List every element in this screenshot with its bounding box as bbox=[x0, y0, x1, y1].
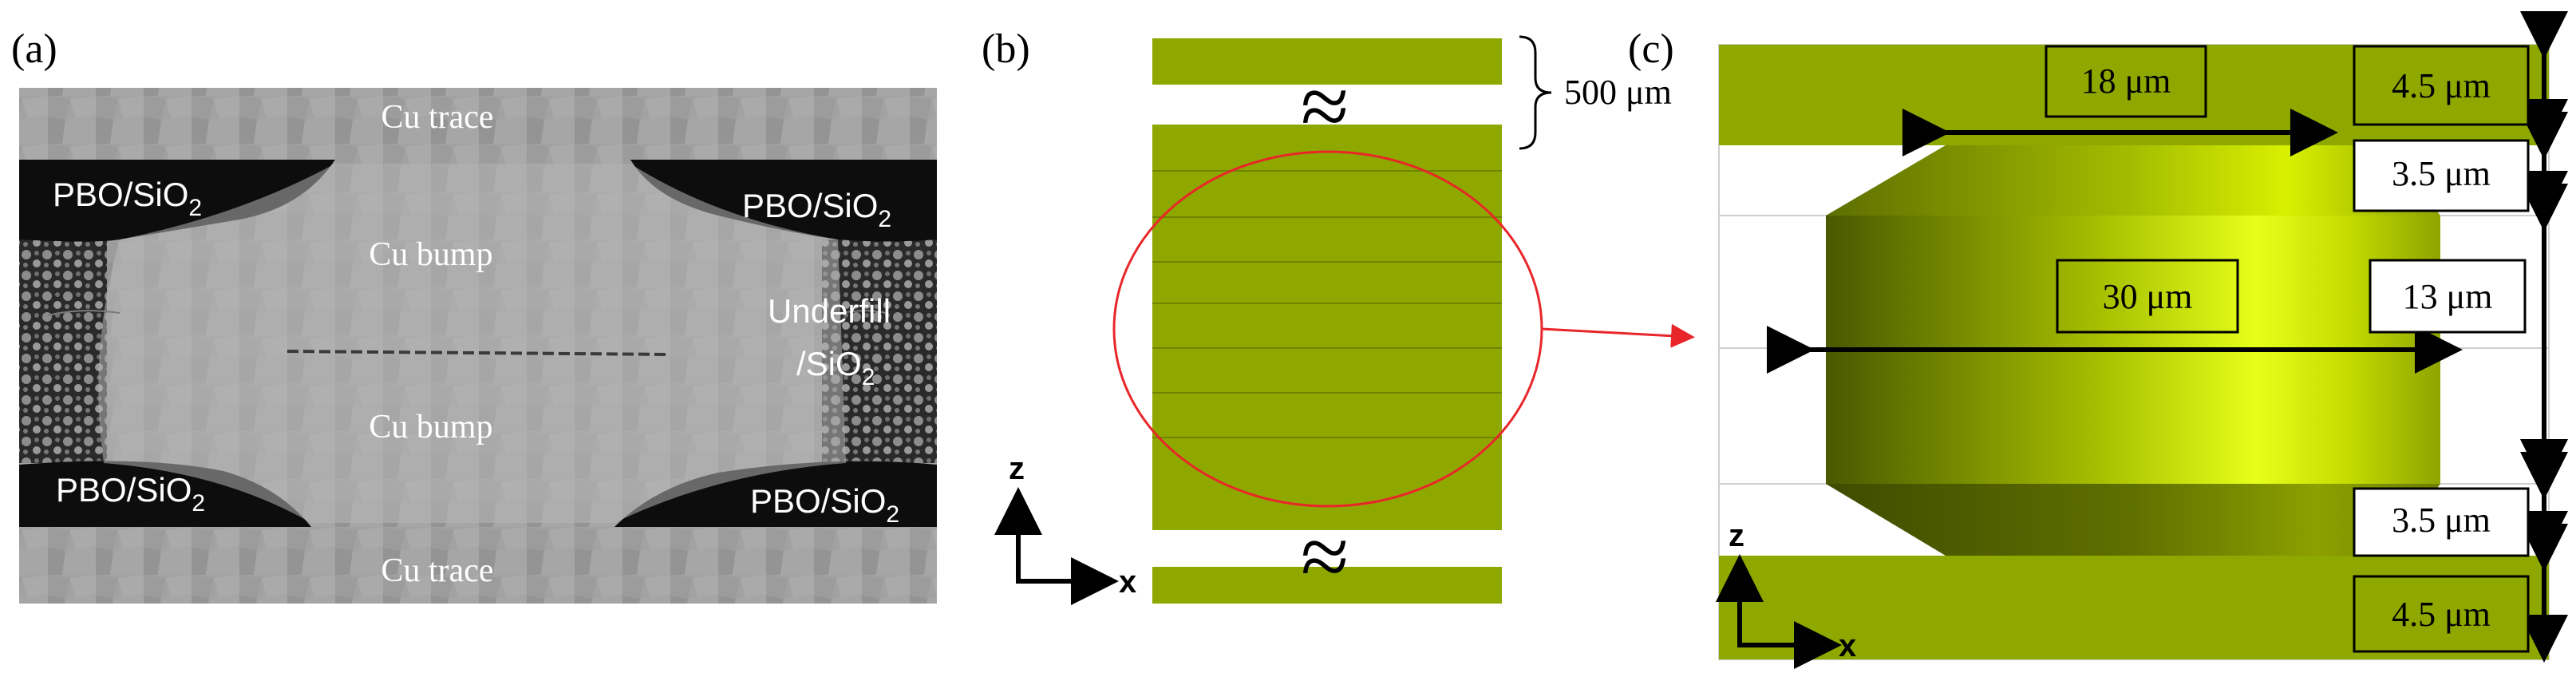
svg-text:3.5 μm: 3.5 μm bbox=[2392, 501, 2491, 540]
panel-a: (a) Cu trace Cu bump Cu bump Cu trace PB… bbox=[11, 26, 937, 604]
cu-bump-upper-label: Cu bump bbox=[369, 236, 492, 273]
top-layer-box: 4.5 μm bbox=[2353, 45, 2530, 126]
zoom-arrow bbox=[1541, 323, 1695, 348]
mid-width-box: 30 μm bbox=[2056, 259, 2239, 334]
stack-lines bbox=[1152, 170, 1502, 438]
break-symbol-bottom: ≈ bbox=[1301, 508, 1349, 605]
bond-line bbox=[286, 350, 671, 356]
break-symbol-top: ≈ bbox=[1301, 57, 1349, 155]
neck-width-box: 18 μm bbox=[2045, 45, 2207, 118]
top-layer bbox=[1152, 38, 1502, 85]
underfill-label: Underfill bbox=[768, 292, 891, 330]
svg-text:3.5 μm: 3.5 μm bbox=[2392, 154, 2491, 193]
core-box: 13 μm bbox=[2369, 259, 2527, 334]
axis-z-label-c: z bbox=[1729, 518, 1744, 553]
svg-text:13 μm: 13 μm bbox=[2403, 277, 2493, 316]
underfill-left bbox=[19, 240, 107, 463]
axis-z-label: z bbox=[1009, 451, 1025, 486]
pbo-bottom-right bbox=[614, 461, 937, 527]
pbo-label-top-left: PBO/SiO2 bbox=[53, 176, 202, 221]
svg-text:18 μm: 18 μm bbox=[2081, 61, 2171, 101]
bump-upper-cap bbox=[1826, 145, 2440, 216]
bottom-layer bbox=[1152, 567, 1502, 604]
panel-b-label: (b) bbox=[982, 26, 1030, 72]
bottom-layer-box: 4.5 μm bbox=[2353, 575, 2530, 653]
bump-lower-cap bbox=[1826, 484, 2440, 556]
pbo-top-right bbox=[630, 160, 937, 242]
svg-text:4.5 μm: 4.5 μm bbox=[2392, 66, 2491, 105]
cu-trace-top-label: Cu trace bbox=[381, 99, 493, 136]
cu-bump-lower-label: Cu bump bbox=[369, 409, 492, 445]
cu-trace-bottom-label: Cu trace bbox=[381, 552, 493, 589]
upper-gap-box: 3.5 μm bbox=[2353, 139, 2530, 212]
panel-c-label: (c) bbox=[1628, 26, 1674, 72]
brace bbox=[1519, 35, 1552, 150]
pbo-label-bottom-left: PBO/SiO2 bbox=[56, 471, 205, 517]
thickness-label: 500 μm bbox=[1564, 73, 1672, 112]
underfill-sio2-label: /SiO2 bbox=[796, 345, 875, 390]
pbo-label-bottom-right: PBO/SiO2 bbox=[750, 482, 899, 528]
svg-text:4.5 μm: 4.5 μm bbox=[2392, 595, 2491, 634]
cu-bump-outline bbox=[98, 164, 847, 523]
axis-x-label-c: x bbox=[1839, 628, 1856, 663]
panel-b: (b) ≈ ≈ 500 μm z x bbox=[982, 26, 1695, 605]
layer-stack bbox=[1152, 125, 1502, 530]
pbo-label-top-right: PBO/SiO2 bbox=[742, 187, 891, 232]
panel-c: (c) 18 μm 30 μm 4.5 μm bbox=[1628, 11, 2568, 669]
lower-gap-box: 3.5 μm bbox=[2353, 487, 2530, 557]
panel-a-label: (a) bbox=[11, 26, 57, 72]
axis-x-label: x bbox=[1119, 564, 1136, 600]
pbo-top-left bbox=[19, 160, 335, 242]
svg-text:30 μm: 30 μm bbox=[2103, 277, 2193, 316]
